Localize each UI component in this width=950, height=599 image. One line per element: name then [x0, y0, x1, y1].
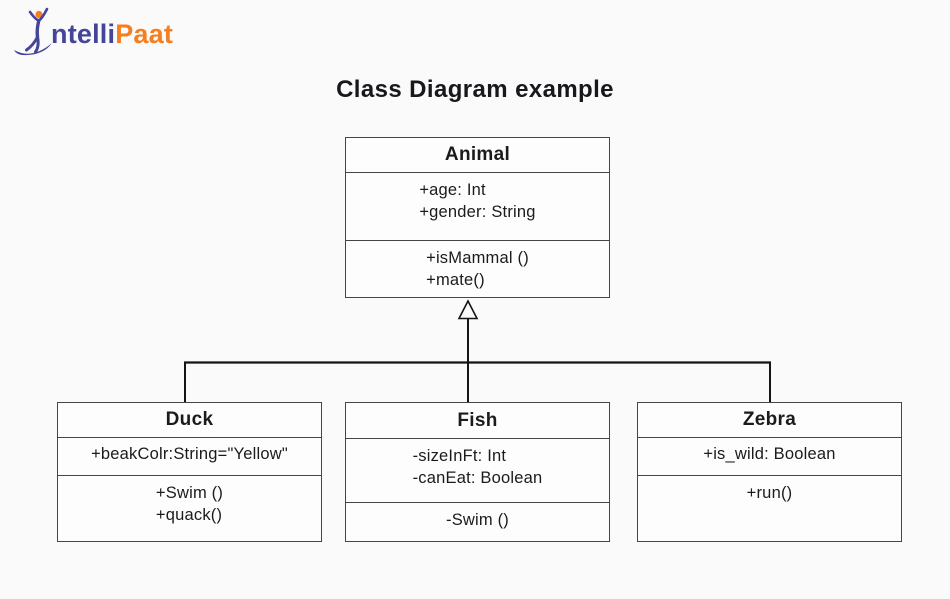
- class-box-animal: Animal +age: Int +gender: String +isMamm…: [345, 137, 610, 298]
- class-attributes: +is_wild: Boolean: [638, 438, 901, 476]
- class-box-fish: Fish -sizeInFt: Int -canEat: Boolean -Sw…: [345, 402, 610, 542]
- logo-text-paat: Paat: [115, 19, 174, 49]
- attribute-line: -sizeInFt: Int: [412, 447, 507, 465]
- class-box-zebra: Zebra +is_wild: Boolean +run(): [637, 402, 902, 542]
- logo-text-intelli: ntelli: [51, 19, 116, 49]
- intellipaat-logo: ntelliPaat: [12, 6, 173, 58]
- method-line: +run(): [746, 484, 793, 502]
- class-name: Zebra: [638, 403, 901, 438]
- inheritance-triangle-icon: [457, 299, 479, 320]
- class-name: Duck: [58, 403, 321, 438]
- attribute-line: +beakColr:String="Yellow": [91, 445, 288, 463]
- class-methods: +run(): [638, 476, 901, 541]
- method-line: +mate(): [426, 271, 485, 289]
- method-line: +Swim (): [155, 484, 224, 502]
- logo-person-icon: [14, 7, 52, 56]
- class-attributes: +age: Int +gender: String: [346, 173, 609, 241]
- attribute-line: +gender: String: [419, 203, 536, 221]
- attribute-line: +age: Int: [419, 181, 486, 199]
- class-methods: +isMammal () +mate(): [346, 241, 609, 297]
- class-name: Animal: [346, 138, 609, 173]
- class-name: Fish: [346, 403, 609, 439]
- class-methods: +Swim () +quack(): [58, 476, 321, 541]
- logo-wordmark: ntelliPaat: [51, 5, 173, 59]
- method-line: -Swim (): [446, 511, 509, 529]
- method-line: +isMammal (): [426, 249, 529, 267]
- class-box-duck: Duck +beakColr:String="Yellow" +Swim () …: [57, 402, 322, 542]
- attribute-line: -canEat: Boolean: [412, 469, 543, 487]
- page-title: Class Diagram example: [336, 76, 614, 103]
- method-line: +quack(): [155, 506, 223, 524]
- attribute-line: +is_wild: Boolean: [703, 445, 836, 463]
- class-methods: -Swim (): [346, 503, 609, 541]
- class-attributes: -sizeInFt: Int -canEat: Boolean: [346, 439, 609, 503]
- class-attributes: +beakColr:String="Yellow": [58, 438, 321, 476]
